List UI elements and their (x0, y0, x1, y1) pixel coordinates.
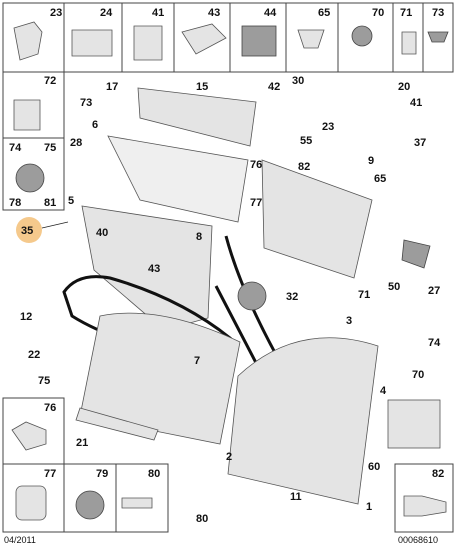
left-grid: 72 74 75 78 81 (2, 71, 65, 211)
grid-label-80: 80 (148, 468, 160, 480)
callout-15: 15 (196, 81, 208, 93)
tailgate-outer (79, 312, 241, 445)
callout-12: 12 (20, 311, 32, 323)
callout-17: 17 (106, 81, 118, 93)
bottom-right-grid: 82 (394, 463, 454, 533)
part-24-drawing (71, 29, 113, 57)
callout-30: 30 (292, 75, 304, 87)
grid-label-74: 74 (9, 142, 22, 154)
callout-9: 9 (368, 155, 374, 167)
grid-label-24: 24 (100, 7, 113, 19)
part-72-drawing (13, 99, 41, 131)
trim-strip-21 (75, 407, 159, 441)
grid-label-70: 70 (372, 7, 384, 19)
callout-76: 76 (250, 159, 262, 171)
callout-70: 70 (412, 369, 424, 381)
part-43-drawing (181, 23, 227, 55)
callout-82: 82 (298, 161, 310, 173)
top-grid: 23 24 41 43 44 65 70 71 73 (2, 2, 454, 73)
grid-label-43: 43 (208, 7, 220, 19)
callout-6: 6 (92, 119, 98, 131)
grid-label-72: 72 (44, 75, 56, 87)
part-27-drawing (401, 239, 431, 269)
callout-40: 40 (96, 227, 108, 239)
callout-23: 23 (322, 121, 334, 133)
grid-label-76: 76 (44, 402, 56, 414)
part-75-drawing (15, 163, 45, 193)
grid-label-82: 82 (432, 468, 444, 480)
grid-label-77: 77 (44, 468, 56, 480)
callout-35: 35 (21, 225, 33, 237)
footer-date: 04/2011 (4, 535, 36, 545)
callout-65: 65 (374, 173, 386, 185)
highlight-marker (16, 217, 42, 243)
callout-55: 55 (300, 135, 312, 147)
callout-37: 37 (414, 137, 426, 149)
callout-1: 1 (366, 501, 372, 513)
callout-77: 77 (250, 197, 262, 209)
grid-label-73: 73 (432, 7, 444, 19)
inner-panel (261, 159, 373, 279)
part-76-drawing (11, 421, 47, 451)
callout-71: 71 (358, 289, 370, 301)
callout-20: 20 (398, 81, 410, 93)
grid-label-65: 65 (318, 7, 330, 19)
part-65-drawing (297, 29, 325, 49)
part-32-drawing (237, 281, 267, 311)
grid-label-23: 23 (50, 7, 62, 19)
callout-11: 11 (290, 491, 302, 503)
callout-28: 28 (70, 137, 82, 149)
callout-3: 3 (346, 315, 352, 327)
callout-50: 50 (388, 281, 400, 293)
part-70-drawing (351, 25, 373, 47)
callout-4: 4 (380, 385, 387, 397)
callout-74: 74 (428, 337, 441, 349)
grid-label-81: 81 (44, 197, 56, 209)
grid-label-41: 41 (152, 7, 164, 19)
grid-label-71: 71 (400, 7, 412, 19)
callout-32: 32 (286, 291, 298, 303)
part-73-drawing (427, 31, 449, 43)
tailgate-main (227, 337, 379, 505)
grid-label-75: 75 (44, 142, 56, 154)
callout-22: 22 (28, 349, 40, 361)
callout-7: 7 (194, 355, 200, 367)
callout-80: 80 (196, 513, 208, 525)
exploded-view (62, 87, 441, 505)
bottom-left-grid: 76 77 79 80 (2, 397, 169, 533)
callout-5: 5 (68, 195, 74, 207)
part-77-drawing (15, 485, 47, 521)
part-23-drawing (13, 21, 43, 61)
callout-21: 21 (76, 437, 88, 449)
part-79-drawing (75, 490, 105, 520)
callouts: 17 73 6 15 42 30 20 41 28 5 76 55 23 37 … (20, 75, 441, 525)
part-41-drawing (133, 25, 163, 61)
callout-8: 8 (196, 231, 202, 243)
callout-2: 2 (226, 451, 232, 463)
callout-73: 73 (80, 97, 92, 109)
grid-label-78: 78 (9, 197, 21, 209)
callout-43: 43 (148, 263, 160, 275)
grid-label-79: 79 (96, 468, 108, 480)
part-71-drawing (401, 31, 417, 55)
footer-code: 00068610 (398, 535, 438, 545)
callout-27: 27 (428, 285, 440, 297)
callout-60: 60 (368, 461, 380, 473)
callout-41: 41 (410, 97, 422, 109)
rear-glass (107, 135, 249, 223)
clip-set-60 (387, 399, 441, 449)
callout-75: 75 (38, 375, 50, 387)
grid-label-44: 44 (264, 7, 277, 19)
callout-42: 42 (268, 81, 280, 93)
spoiler (137, 87, 257, 147)
part-82-drawing (403, 495, 447, 517)
part-80-drawing (121, 497, 153, 509)
part-44-drawing (241, 25, 277, 57)
